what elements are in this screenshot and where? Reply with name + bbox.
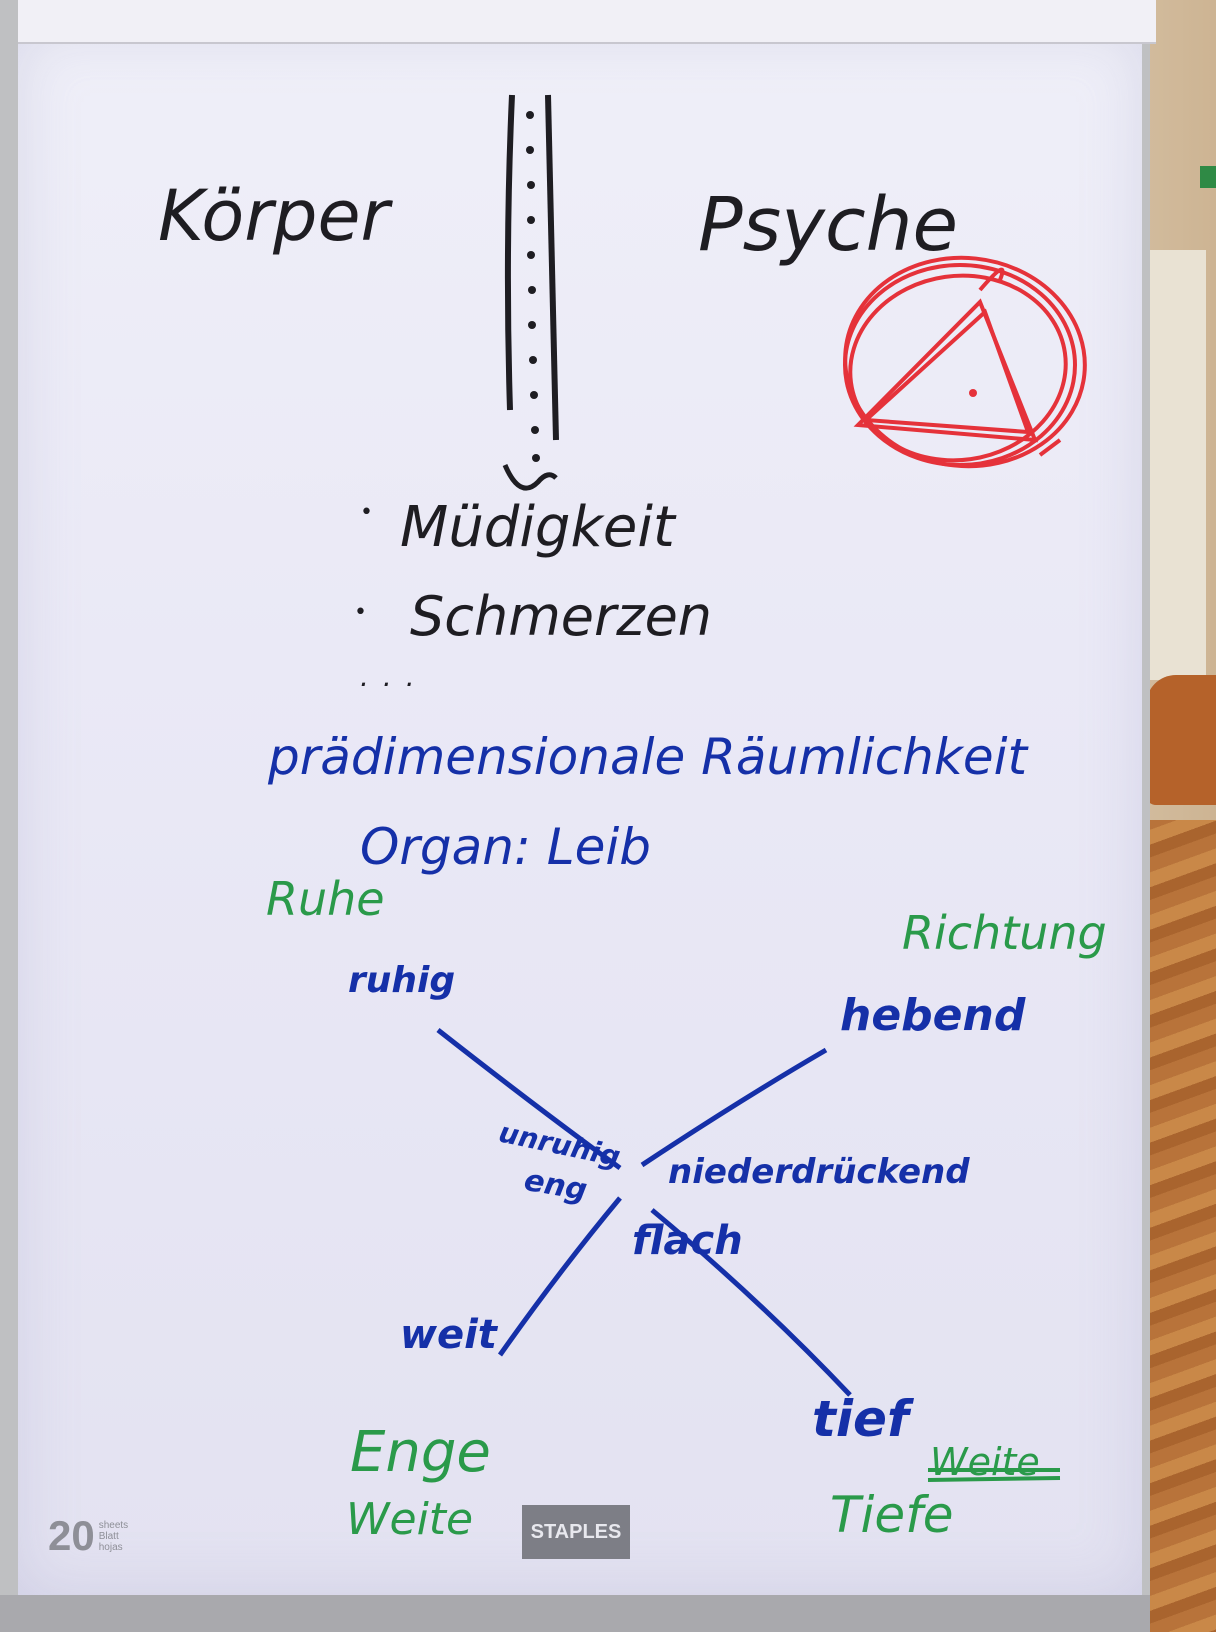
arrow-head [502,463,558,491]
list-item-schmerzen: Schmerzen [410,585,713,648]
red-triangle-circle-icon [843,255,1087,469]
list-item-muedigkeit: Müdigkeit [400,495,675,560]
end-ruhig: ruhig [348,960,456,1001]
crossed-out-scribble [927,1468,1061,1482]
axis-label-weite: Weite [346,1494,474,1545]
exit-sign [1200,166,1216,188]
chair [1146,675,1216,805]
label-koerper: Körper [158,175,390,257]
heading-praedimensionale: prädimensionale Räumlichkeit [268,728,1028,786]
label-psyche: Psyche [698,182,959,268]
axis-label-richtung: Richtung [902,906,1107,960]
axis-label-ruhe: Ruhe [266,872,385,926]
heading-organ-leib: Organ: Leib [360,818,651,876]
unit-hojas: hojas [98,1541,123,1553]
red-dot [969,389,977,397]
bullet-icon: • [354,600,367,625]
staples-logo: STAPLES [522,1505,630,1559]
end-hebend: hebend [840,990,1026,1041]
divider-line-right [545,94,559,441]
axis-label-tiefe: Tiefe [830,1486,954,1544]
flipchart-sheet [18,30,1142,1595]
bullet-icon: • [360,500,373,525]
sheet-count-label: 20 sheets Blatt hojas [48,1512,128,1560]
axis-label-enge: Enge [350,1420,491,1485]
sheet-count-number: 20 [48,1512,95,1559]
list-item-ellipsis: ... [360,660,429,693]
flipchart-pad-top [18,0,1156,44]
axis-label-weite-crossed: Weite [930,1440,1040,1484]
sheet-count-units: sheets Blatt hojas [99,1520,128,1553]
center-flach: flach [632,1218,743,1264]
unit-blatt: Blatt [98,1530,119,1542]
end-tief: tief [812,1390,909,1448]
flipchart-tray [0,1595,1150,1632]
unit-sheets: sheets [98,1519,129,1531]
cross-diagram-lines [436,1028,852,1397]
divider-dots [526,111,540,462]
center-niederdrueckend: niederdrückend [668,1152,970,1192]
end-weit: weit [400,1312,497,1358]
divider-line-left [504,94,515,411]
